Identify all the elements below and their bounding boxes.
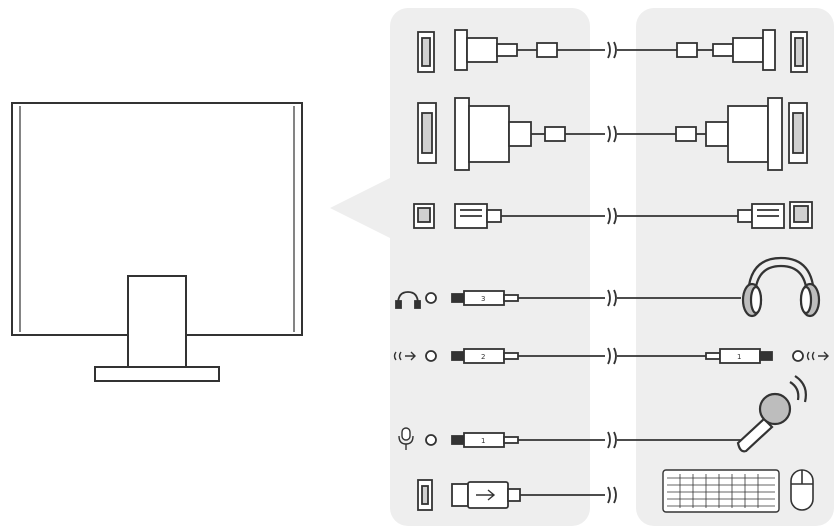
headphone-plug-pin-label: 3 [481, 295, 485, 303]
vga-plug-left [454, 29, 518, 71]
usb-port [417, 479, 433, 511]
usb-row [417, 469, 814, 513]
dvi-row [417, 97, 808, 171]
monitor-rear [11, 102, 303, 382]
monitor-stand-base [94, 366, 220, 382]
microphone-row: 1 [398, 375, 807, 453]
vga-cable [517, 41, 713, 59]
vga-port [790, 31, 808, 73]
monitor-ports-panel [390, 8, 590, 526]
dvi-plug-left [454, 97, 532, 171]
ethernet-port [413, 203, 435, 229]
microphone [736, 375, 807, 453]
line-in-plug-pin-label: 1 [737, 353, 741, 361]
headphone-row: 3 [395, 256, 821, 318]
line-out-jack [425, 350, 437, 362]
dvi-cable [531, 125, 706, 143]
mouse [790, 469, 814, 511]
microphone-cable [518, 431, 744, 449]
microphone-icon [398, 427, 414, 450]
microphone-jack [425, 434, 437, 446]
dvi-plug-right [705, 97, 783, 171]
line-in-icon [806, 351, 829, 361]
audio-cable [518, 347, 706, 365]
line-audio-row: 2 1 [393, 347, 829, 365]
line-out-icon [393, 351, 416, 361]
line-in-jack [792, 350, 804, 362]
headphone-jack [425, 292, 437, 304]
ethernet-row [413, 201, 813, 229]
headphones [741, 256, 821, 318]
dvi-port [788, 102, 808, 164]
ethernet-plug-left [454, 203, 502, 229]
microphone-plug-pin-label: 1 [481, 437, 485, 445]
ethernet-cable [501, 207, 738, 225]
callout-wedge [330, 178, 390, 238]
vga-port [417, 31, 435, 73]
headphone-icon [395, 291, 421, 309]
line-in-plug: 1 [705, 348, 773, 364]
dvi-port [417, 102, 437, 164]
line-out-plug-pin-label: 2 [481, 353, 485, 361]
vga-row [417, 29, 808, 73]
vga-plug-right [712, 29, 776, 71]
headphone-cable [518, 289, 741, 307]
ethernet-port [789, 201, 813, 229]
keyboard [662, 469, 780, 513]
line-out-plug: 2 [451, 348, 519, 364]
monitor-stand-neck [127, 275, 187, 369]
usb-cable [520, 486, 617, 504]
ethernet-plug-right [737, 203, 785, 229]
